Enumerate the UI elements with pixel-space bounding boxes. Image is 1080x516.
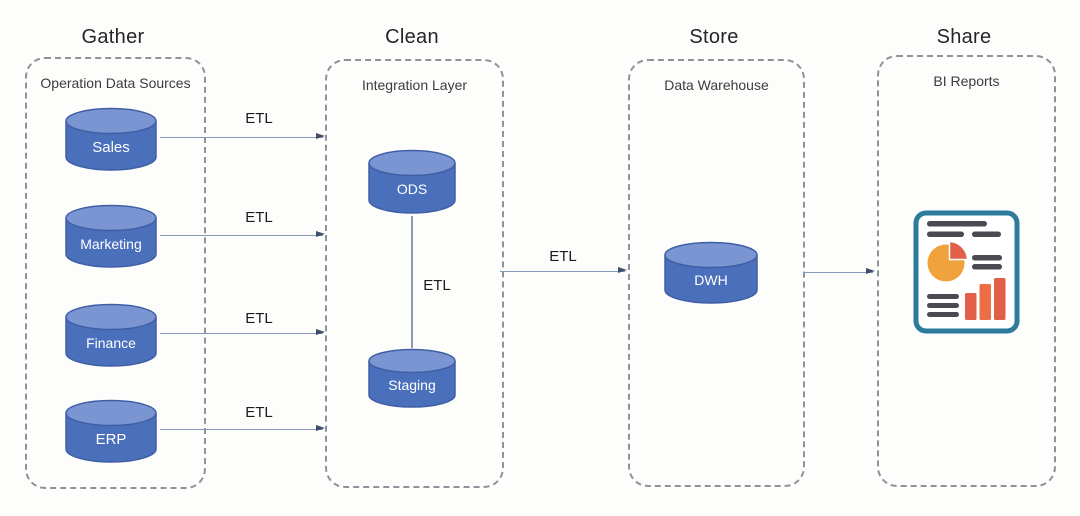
cylinder-label-erp: ERP	[96, 431, 127, 448]
database-cylinder-dwh: DWH	[664, 241, 758, 304]
stage-box-clean: Integration Layer	[325, 59, 504, 488]
database-cylinder-finance: Finance	[65, 303, 157, 367]
cylinder-label-ods: ODS	[397, 181, 427, 197]
connector-ods-to-staging	[411, 216, 413, 348]
arrow-finance-to-clean	[160, 329, 325, 336]
etl-label-erp: ETL	[245, 404, 273, 421]
database-cylinder-erp: ERP	[65, 399, 157, 463]
cylinder-label-staging: Staging	[388, 377, 435, 393]
cylinder-label-dwh: DWH	[694, 272, 727, 288]
database-cylinder-staging: Staging	[368, 348, 456, 408]
arrow-erp-to-clean	[160, 425, 325, 432]
etl-label-finance: ETL	[245, 310, 273, 327]
stage-box-store: Data Warehouse	[628, 59, 805, 487]
stage-title-gather: Gather	[81, 26, 145, 48]
cylinder-label-finance: Finance	[86, 335, 136, 351]
bi-report-icon	[913, 210, 1020, 334]
arrow-clean-to-store	[500, 267, 627, 274]
database-cylinder-ods: ODS	[368, 149, 456, 214]
stage-label-operation-data-sources: Operation Data Sources	[40, 75, 191, 91]
arrow-marketing-to-clean	[160, 231, 325, 238]
stage-title-store: Store	[689, 26, 739, 48]
stage-title-share: Share	[936, 26, 992, 48]
stage-box-share: BI Reports	[877, 55, 1056, 487]
stage-box-gather: Operation Data Sources	[25, 57, 206, 489]
database-cylinder-marketing: Marketing	[65, 204, 157, 268]
arrow-sales-to-clean	[160, 133, 325, 140]
cylinder-label-marketing: Marketing	[80, 236, 141, 252]
database-cylinder-sales: Sales	[65, 107, 157, 171]
stage-label-bi-reports: BI Reports	[933, 73, 1000, 89]
stage-label-integration-layer: Integration Layer	[361, 77, 468, 93]
arrow-store-to-share	[803, 268, 875, 275]
etl-label-sales: ETL	[245, 110, 273, 127]
etl-label-clean-store: ETL	[549, 248, 577, 265]
stage-label-data-warehouse: Data Warehouse	[664, 77, 769, 93]
etl-label-marketing: ETL	[245, 209, 273, 226]
etl-label-ods-staging: ETL	[423, 277, 451, 294]
stage-title-clean: Clean	[385, 26, 439, 48]
cylinder-label-sales: Sales	[92, 139, 130, 156]
